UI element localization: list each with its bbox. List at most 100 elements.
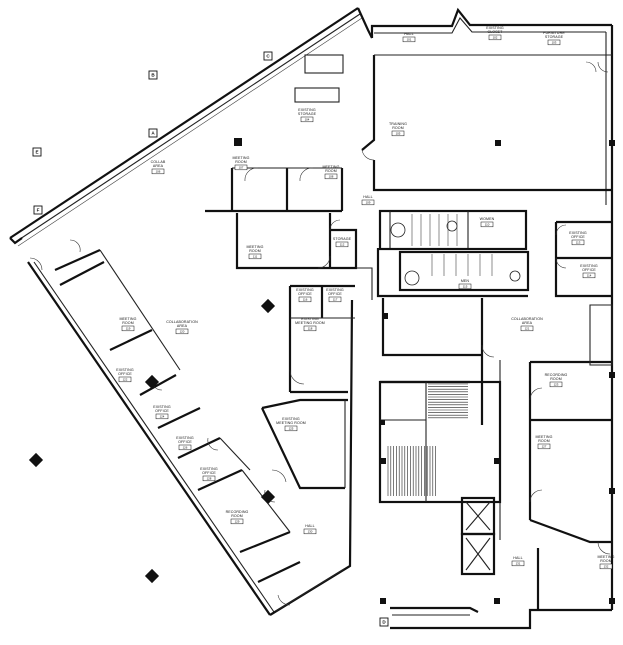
room-number-box xyxy=(175,328,189,335)
grid-bubble-frame xyxy=(148,70,158,80)
room-name: EXISTING xyxy=(580,264,598,268)
room-number: 132 xyxy=(604,565,609,569)
room-number: 119 xyxy=(126,327,131,331)
room-name: STORAGE xyxy=(298,112,317,116)
room-number-box xyxy=(582,272,596,279)
room-name: EXISTING xyxy=(298,108,316,112)
room-name: EXISTING xyxy=(116,368,134,372)
room-name: EXISTING xyxy=(153,405,171,409)
room-number-box xyxy=(402,36,416,43)
room-number-box xyxy=(549,381,563,388)
room-number: 122 xyxy=(123,378,128,382)
grid-bubble-label: E xyxy=(35,150,38,155)
room-name: HALL xyxy=(363,195,372,199)
room-number-box xyxy=(202,475,216,482)
stair-treads-north xyxy=(428,383,468,419)
grid-bubble-label: F xyxy=(37,208,40,213)
room-number-box xyxy=(599,563,613,570)
room-name: ROOM xyxy=(235,160,247,164)
room-name: CLOSET xyxy=(488,30,504,34)
room-number: 131 xyxy=(516,562,521,566)
grid-bubble-b: B xyxy=(148,70,158,80)
room-name: HALL xyxy=(513,556,522,560)
room-number: 120 xyxy=(180,330,185,334)
exterior-walls xyxy=(9,7,614,630)
room-number: 102 xyxy=(493,36,498,40)
room-number: 126 xyxy=(183,446,188,450)
room-name: AREA xyxy=(177,324,188,328)
room-number: 121 xyxy=(525,327,530,331)
room-name: ROOM xyxy=(550,377,562,381)
room-number-box xyxy=(511,560,525,567)
room-name: COLLABORATION xyxy=(166,320,198,324)
room-number-box xyxy=(520,325,534,332)
room-number-box xyxy=(230,518,244,525)
room-number-box xyxy=(303,325,317,332)
room-number: 110 xyxy=(485,223,490,227)
room-number: 125 xyxy=(289,427,294,431)
room-name: OFFICE xyxy=(155,409,169,413)
room-name: ROOM xyxy=(325,169,337,173)
room-number: 103 xyxy=(552,41,557,45)
door-swings xyxy=(29,61,611,606)
room-name: MEETING xyxy=(246,245,263,249)
room-name: RECORDING xyxy=(226,510,249,514)
room-name: MEETING xyxy=(119,317,136,321)
room-number-box xyxy=(151,168,165,175)
room-number: 105 xyxy=(396,132,401,136)
room-name: STORAGE xyxy=(545,35,564,39)
room-number: 128 xyxy=(207,477,212,481)
room-number: 104 xyxy=(305,118,310,122)
room-number-box xyxy=(537,443,551,450)
room-name: MEETING ROOM xyxy=(276,421,306,425)
room-tag-r31: HALL 131 xyxy=(511,556,525,567)
room-name: MEETING xyxy=(535,435,552,439)
room-number: 130 xyxy=(308,530,313,534)
grid-bubble-label: B xyxy=(151,73,155,78)
room-name: RECORDING xyxy=(545,373,568,377)
grid-bubble-c: C xyxy=(263,51,273,61)
grid-bubble-frame xyxy=(379,617,389,627)
room-name: STORAGE xyxy=(333,237,352,241)
room-name: MEETING ROOM xyxy=(295,321,325,325)
room-number: 113 xyxy=(576,241,581,245)
grid-bubble-d: D xyxy=(379,617,389,627)
room-number: 117 xyxy=(333,298,338,302)
room-name: COLLABORATION xyxy=(511,317,543,321)
restroom-fixtures xyxy=(390,214,521,286)
room-name: ROOM xyxy=(600,559,612,563)
room-name: ROOM xyxy=(231,514,243,518)
room-name: AREA xyxy=(153,164,164,168)
room-number-box xyxy=(488,34,502,41)
room-number-box xyxy=(328,296,342,303)
structural-columns xyxy=(28,138,615,604)
room-number-box xyxy=(300,116,314,123)
room-name: EXISTING xyxy=(569,231,587,235)
room-number: 124 xyxy=(160,415,165,419)
room-number-box xyxy=(118,376,132,383)
grid-bubble-frame xyxy=(148,128,158,138)
stair-treads-south xyxy=(387,446,436,496)
grid-reference-markers: B E C F A D xyxy=(32,51,389,627)
room-name: OFFICE xyxy=(178,440,192,444)
room-name: MEETING xyxy=(597,555,614,559)
room-number: 107 xyxy=(239,166,244,170)
grid-bubble-frame xyxy=(33,205,43,215)
room-number: 116 xyxy=(303,298,308,302)
grid-bubble-a: A xyxy=(148,128,158,138)
